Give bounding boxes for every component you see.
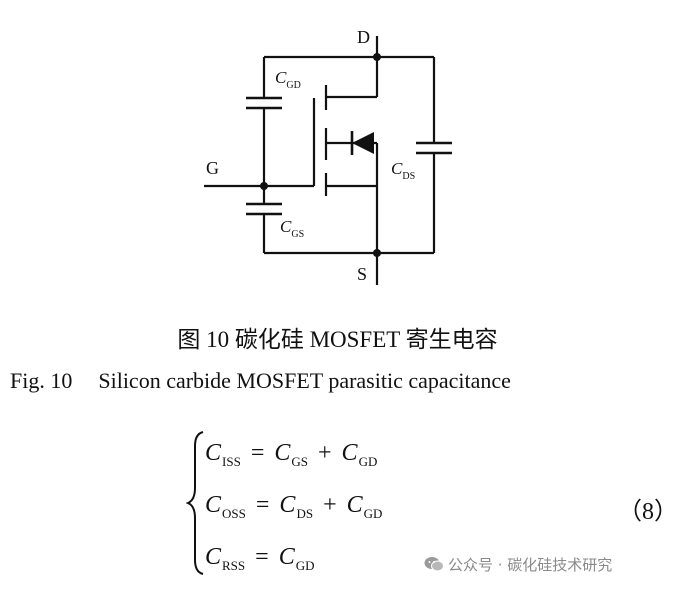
ciss-plus: +	[318, 440, 332, 466]
cgs-main: C	[280, 217, 292, 236]
coss-sub: OSS	[222, 506, 246, 521]
mosfet-circuit-diagram	[204, 36, 452, 285]
cgd-label: CGD	[275, 68, 301, 91]
equation-coss: COSS=CDS+CGD	[205, 492, 383, 521]
junction-gate	[260, 182, 268, 190]
ciss-term2-sub: GD	[358, 454, 378, 469]
crss-equals: =	[255, 544, 269, 570]
ciss-sub: ISS	[222, 454, 241, 469]
coss-symbol: C	[205, 492, 222, 518]
cds-label: CDS	[391, 159, 416, 182]
ciss-term1-sub: GS	[291, 454, 308, 469]
cgd-sub: GD	[286, 80, 301, 91]
ciss-term1: C	[274, 440, 291, 466]
crss-term1: C	[278, 544, 295, 570]
caption-english-text: Silicon carbide MOSFET parasitic capacit…	[98, 368, 511, 393]
watermark-text: 公众号 · 碳化硅技术研究	[448, 556, 613, 574]
caption-english: Fig. 10 Silicon carbide MOSFET parasitic …	[10, 368, 511, 394]
body-diode-triangle	[352, 132, 374, 154]
ciss-equals: =	[250, 440, 265, 466]
coss-term2: C	[346, 492, 363, 518]
crss-term1-sub: GD	[295, 558, 315, 573]
junction-drain	[373, 53, 381, 61]
watermark: 公众号 · 碳化硅技术研究	[424, 554, 612, 576]
left-brace	[186, 431, 204, 575]
coss-plus: +	[323, 492, 337, 518]
cds-sub: DS	[402, 171, 416, 182]
crss-sub: RSS	[222, 558, 246, 573]
ciss-symbol: C	[205, 440, 222, 466]
equation-ciss: CISS=CGS+CGD	[205, 440, 378, 469]
drain-label: D	[357, 27, 370, 47]
equation-number: （8）	[618, 499, 675, 525]
cds-main: C	[391, 159, 403, 178]
coss-equals: =	[255, 492, 270, 518]
equation-crss: CRSS=CGD	[205, 544, 315, 573]
crss-symbol: C	[205, 544, 222, 570]
cgs-label: CGS	[280, 217, 305, 240]
source-label: S	[357, 264, 368, 284]
gate-label: G	[206, 158, 219, 178]
coss-term2-sub: GD	[363, 506, 383, 521]
junction-source	[373, 249, 381, 257]
caption-figure-number: Fig. 10	[10, 368, 73, 393]
wechat-icon	[424, 556, 444, 576]
caption-chinese: 图 10 碳化硅 MOSFET 寄生电容	[177, 327, 498, 352]
coss-term1-sub: DS	[296, 506, 314, 521]
coss-term1: C	[279, 492, 296, 518]
ciss-term2: C	[341, 440, 358, 466]
cgd-main: C	[275, 68, 287, 87]
cgs-sub: GS	[291, 229, 305, 240]
